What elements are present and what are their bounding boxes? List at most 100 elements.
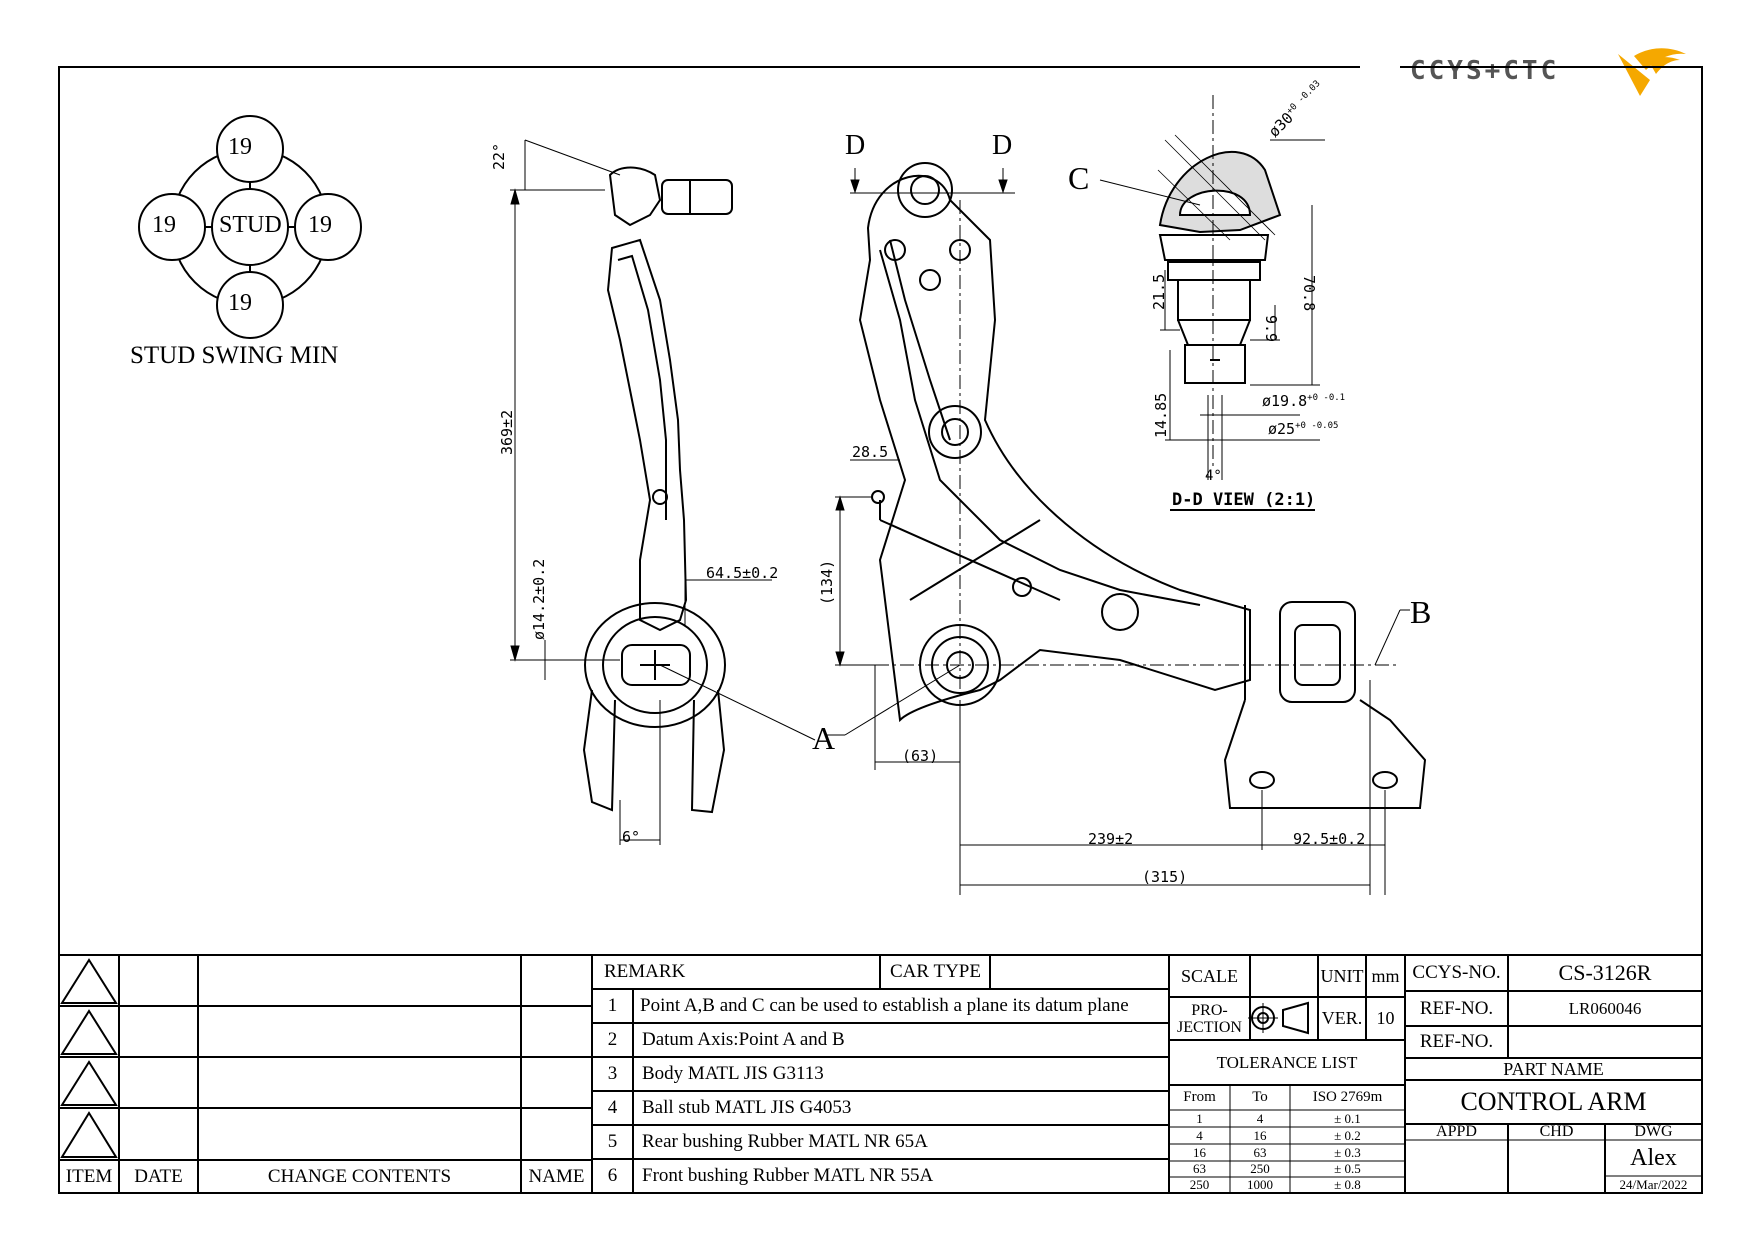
- appd-label: APPD: [1436, 1123, 1477, 1140]
- remark-no: 2: [607, 1029, 618, 1050]
- dim-92: 92.5±0.2: [1293, 830, 1366, 848]
- remark-no: 3: [607, 1063, 618, 1084]
- tol-from: 4: [1196, 1127, 1203, 1143]
- remark-text: Point A,B and C can be used to establish…: [640, 995, 1129, 1016]
- side-view: [582, 166, 733, 814]
- revision-triangles: [60, 958, 118, 1158]
- remark-header: REMARK: [604, 961, 686, 982]
- section-view: [1157, 134, 1282, 384]
- dim-angle-4: 4°: [1205, 468, 1222, 484]
- remark-text: Body MATL JIS G3113: [642, 1063, 824, 1084]
- dim-14: 14.85: [1152, 392, 1170, 438]
- dim-height: 369±2: [498, 409, 516, 455]
- tol-value: ± 0.5: [1334, 1161, 1361, 1176]
- dim-28: 28.5: [852, 443, 889, 461]
- section-view-dimensions: [1099, 95, 1325, 511]
- stud-bottom-value: 19: [228, 290, 252, 316]
- point-b-label: B: [1410, 594, 1432, 630]
- tol-header-from: From: [1183, 1089, 1216, 1105]
- unit-value: mm: [1371, 965, 1400, 986]
- title-block-grid: [59, 954, 1702, 1193]
- section-cut-left: D: [845, 130, 866, 161]
- projection-symbol-icon: [1248, 1001, 1309, 1035]
- tol-from: 63: [1193, 1161, 1206, 1176]
- stud-swing-diagram: [138, 115, 362, 339]
- stud-center-label: STUD: [219, 212, 282, 238]
- stud-left-value: 19: [152, 212, 176, 238]
- header-name: NAME: [528, 1165, 585, 1187]
- dim-dia25: ø25+0 -0.05: [1268, 420, 1339, 438]
- dim-134: (134): [818, 559, 836, 605]
- scale-label: SCALE: [1180, 965, 1238, 986]
- tol-header-std: ISO 2769m: [1312, 1089, 1383, 1105]
- ver-value: 10: [1376, 1008, 1395, 1028]
- appd-value: [1405, 1140, 1508, 1193]
- tolerance-title: TOLERANCE LIST: [1216, 1052, 1358, 1072]
- dim-315: (315): [1142, 868, 1188, 886]
- tol-to: 1000: [1247, 1177, 1273, 1192]
- side-view-dimensions: [510, 139, 816, 845]
- car-type-header: CAR TYPE: [890, 961, 981, 982]
- tol-to: 4: [1256, 1110, 1264, 1126]
- ref-no-label-2: REF-NO.: [1419, 1031, 1494, 1052]
- unit-label: UNIT: [1320, 965, 1364, 986]
- ver-label: VER.: [1321, 1008, 1363, 1028]
- drawing-border: [58, 66, 1703, 1194]
- tol-value: ± 0.8: [1334, 1177, 1361, 1192]
- stud-top-value: 19: [228, 134, 252, 160]
- tol-from: 250: [1189, 1177, 1210, 1192]
- ccys-no-value: CS-3126R: [1558, 960, 1652, 985]
- remark-text: Ball stub MATL JIS G4053: [642, 1097, 852, 1118]
- tol-header-to: To: [1252, 1089, 1268, 1105]
- chd-label: CHD: [1539, 1123, 1574, 1140]
- dim-angle-top: 22°: [490, 142, 508, 170]
- drawn-by: Alex: [1630, 1144, 1677, 1171]
- header-date: DATE: [134, 1165, 183, 1187]
- tol-to: 250: [1250, 1161, 1270, 1176]
- dwg-label: DWG: [1634, 1123, 1673, 1140]
- ref-no-label-1: REF-NO.: [1419, 997, 1494, 1019]
- remark-text: Datum Axis:Point A and B: [642, 1029, 845, 1050]
- remark-text: Front bushing Rubber MATL NR 55A: [642, 1165, 934, 1186]
- dim-angle-bottom: 6°: [622, 828, 641, 846]
- top-view: [858, 162, 1427, 809]
- dim-9: 9.9: [1262, 315, 1280, 343]
- tol-value: ± 0.2: [1334, 1127, 1361, 1143]
- company-logo: CCYS+CTC: [1410, 46, 1690, 102]
- point-a-label: A: [812, 720, 836, 756]
- header-item: ITEM: [65, 1165, 113, 1187]
- point-c-label: C: [1068, 160, 1090, 196]
- tol-from: 16: [1193, 1144, 1206, 1160]
- dim-239: 239±2: [1088, 830, 1134, 848]
- remark-no: 6: [607, 1165, 618, 1186]
- tol-value: ± 0.1: [1334, 1110, 1361, 1126]
- logo-text: CCYS+CTC: [1410, 56, 1560, 86]
- dim-21: 21.5: [1150, 273, 1168, 310]
- scale-value: [1250, 955, 1318, 997]
- tol-value: ± 0.3: [1334, 1144, 1361, 1160]
- swoosh-logo-icon: [1618, 48, 1686, 96]
- section-view-title: D-D VIEW (2:1): [1172, 490, 1316, 510]
- stud-right-value: 19: [308, 212, 332, 238]
- stud-swing-caption: STUD SWING MIN: [130, 342, 339, 369]
- drawing-date: 24/Mar/2022: [1619, 1176, 1688, 1192]
- remark-no: 4: [607, 1097, 618, 1118]
- top-view-dimensions: [826, 168, 1410, 895]
- dim-dia19: ø19.8+0 -0.1: [1262, 392, 1346, 410]
- part-name-label: PART NAME: [1503, 1058, 1604, 1079]
- ref-no-value-2: [1508, 1026, 1702, 1058]
- remark-no: 1: [607, 995, 618, 1016]
- dim-70: 70.8: [1300, 275, 1318, 312]
- ref-no-value-1: LR060046: [1568, 998, 1642, 1018]
- section-cut-right: D: [992, 130, 1013, 161]
- remark-no: 5: [607, 1131, 618, 1152]
- tol-from: 1: [1196, 1110, 1203, 1126]
- car-type-value: [995, 955, 1165, 989]
- ccys-no-label: CCYS-NO.: [1412, 962, 1501, 983]
- chd-value: [1508, 1140, 1605, 1193]
- part-name-value: CONTROL ARM: [1460, 1087, 1647, 1116]
- header-change-contents: CHANGE CONTENTS: [267, 1165, 452, 1187]
- dim-bore: ø14.2±0.2: [530, 558, 548, 640]
- tol-to: 16: [1253, 1127, 1267, 1143]
